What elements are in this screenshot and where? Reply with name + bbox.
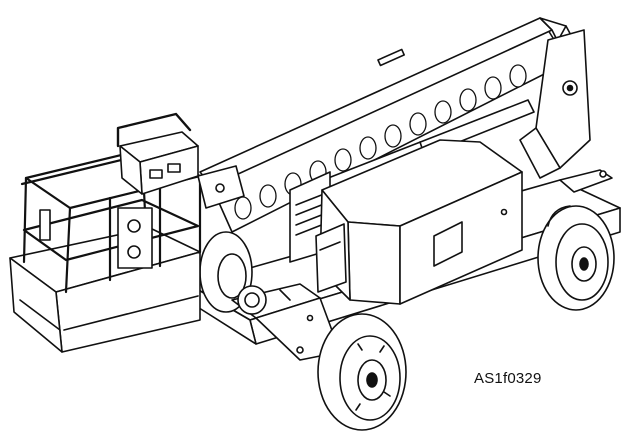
rear-wheel (537, 205, 615, 311)
platform-rotator (39, 207, 153, 269)
front-wheel-back (199, 231, 253, 313)
boom-arm (199, 17, 581, 233)
front-wheel (317, 313, 407, 431)
engine-housing (289, 139, 523, 305)
jib-connection (197, 165, 245, 209)
figure-id-label: AS1f0329 (474, 370, 542, 387)
steer-axle (231, 283, 341, 361)
boom-pivot (519, 29, 591, 179)
boom-holes (234, 64, 527, 220)
platform-base (9, 227, 201, 353)
control-box (116, 112, 199, 195)
